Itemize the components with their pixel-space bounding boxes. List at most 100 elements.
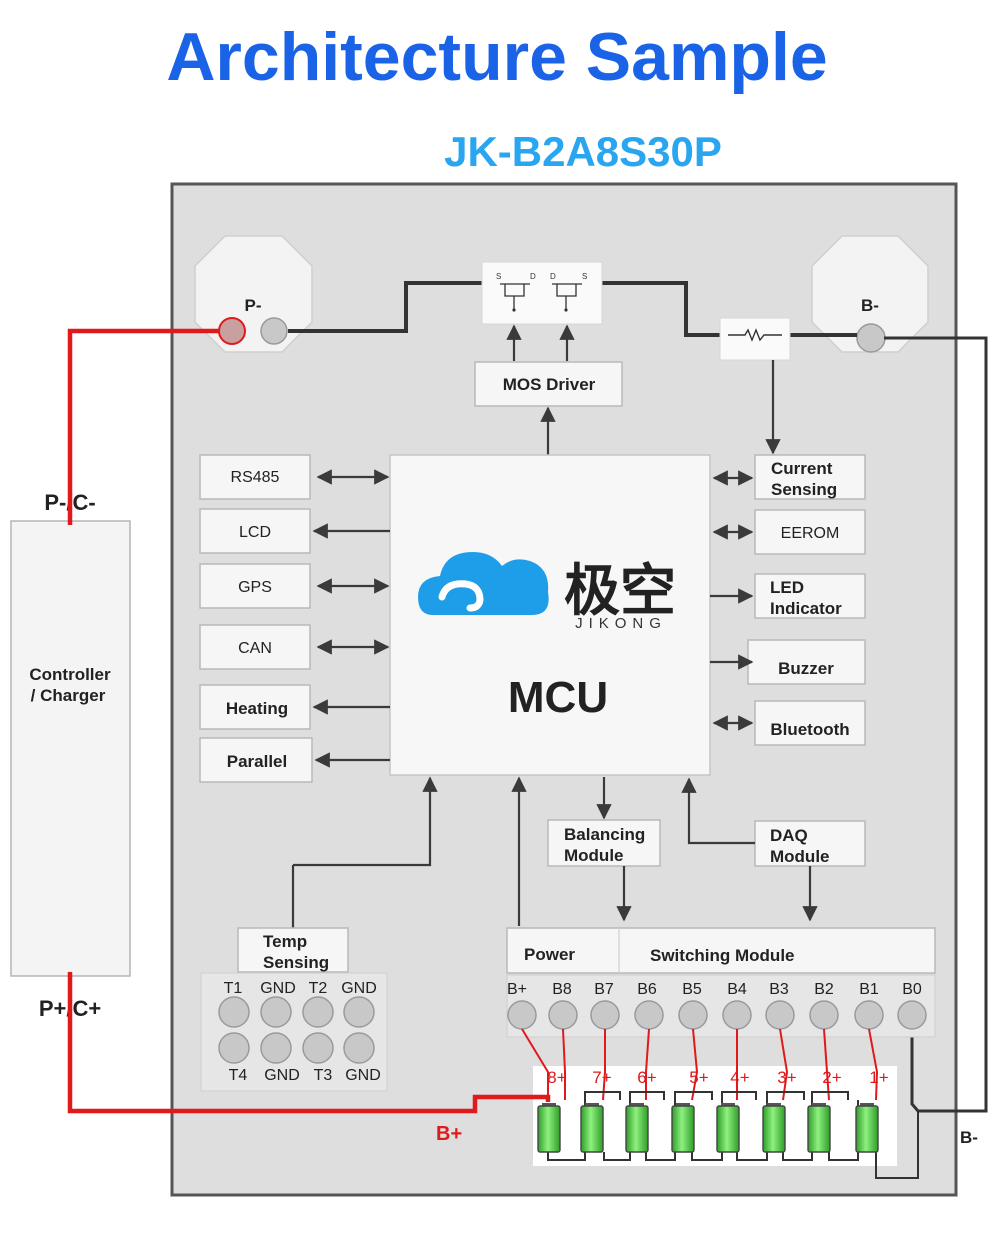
cell-label-4: 4+ [730,1068,749,1087]
b-minus-label: B- [861,296,879,315]
balancing-label-2: Module [564,846,624,865]
eerom-label: EEROM [781,525,840,542]
controller-label-1: Controller [29,665,111,684]
pin-label-b5: B5 [682,981,702,998]
p-minus-terminal: P- [194,235,313,353]
pin-label-b7: B7 [594,981,614,998]
cell-label-2: 2+ [822,1068,841,1087]
battery-cell-icon [716,1103,740,1153]
battery-cell-icon [580,1103,604,1153]
cell-labels: 8+ 7+ 6+ 5+ 4+ 3+ 2+ 1+ [547,1068,888,1087]
temp-pin-t3: T3 [314,1067,333,1084]
battery-cell-icon [855,1103,879,1153]
b-minus-outer-label: B- [960,1128,978,1147]
cell-label-5: 5+ [689,1068,708,1087]
jikong-logo: 极空 JIKONG [418,552,676,632]
mosfet-switch: S D D S [481,261,603,325]
eerom-box [754,509,866,555]
b-plus-red-wire [67,972,551,1114]
pin-label-b2: B2 [814,981,834,998]
can-label: CAN [238,640,272,657]
pin-label-b0: B0 [902,981,922,998]
current-sensing-box [754,454,866,500]
temp-pin-t4: T4 [229,1067,248,1084]
parallel-box [199,737,313,783]
cell-label-1: 1+ [869,1068,888,1087]
balance-leads [521,1028,879,1101]
p-minus-label: P- [245,296,262,315]
controller-label-2: / Charger [31,686,106,705]
pin-label-b3: B3 [769,981,789,998]
cell-label-8: 8+ [547,1068,566,1087]
brand-cn: 极空 [564,559,676,624]
lcd-label: LCD [239,524,271,541]
cell-label-3: 3+ [777,1068,796,1087]
heating-label: Heating [226,699,288,718]
rs485-box [199,454,311,500]
cell-label-6: 6+ [637,1068,656,1087]
heating-box [199,684,311,730]
current-sensing-label-2: Sensing [771,480,837,499]
daq-label-2: Module [770,847,830,866]
balance-pins: B+ B8 B7 B6 B5 B4 B3 B2 B1 B0 [507,981,927,1030]
power-label: Power [524,945,575,964]
battery-cells [537,1091,919,1179]
model-number: JK-B2A8S30P [444,128,722,175]
balancing-module-box [547,819,661,867]
mcu-label: MCU [508,673,608,722]
led-indicator-label-2: Indicator [770,599,842,618]
pin-label-bplus: B+ [507,981,527,998]
temp-pin-t2: T2 [309,980,328,997]
rs485-label: RS485 [231,469,280,486]
b-minus-return-wire [884,336,988,1113]
buzzer-label: Buzzer [778,659,834,678]
led-indicator-label-1: LED [770,578,804,597]
mos-driver-label: MOS Driver [503,375,596,394]
led-indicator-box [754,573,866,619]
pin-label-b8: B8 [552,981,572,998]
pin-label-b6: B6 [637,981,657,998]
gps-box [199,563,311,609]
p-minus-red-wire [67,328,219,525]
battery-cell-icon [671,1103,695,1153]
temp-pin-gnd-2: GND [341,980,377,997]
b-minus-terminal: B- [811,235,929,353]
battery-cell-icon [762,1103,786,1153]
parallel-label: Parallel [227,752,288,771]
page-title: Architecture Sample [166,19,827,95]
cell-label-7: 7+ [592,1068,611,1087]
temp-pin-gnd-3: GND [264,1067,300,1084]
current-sensing-label-1: Current [771,459,833,478]
pin-label-b1: B1 [859,981,879,998]
switching-module-label: Switching Module [650,946,795,965]
temp-connector [200,972,388,1092]
mos-driver-box [474,361,623,407]
mosfet-pin-4: S [582,272,587,281]
mosfet-pin-2: D [530,272,536,281]
daq-label-1: DAQ [770,826,808,845]
shunt-resistor [719,317,791,361]
cloud-icon [418,552,549,615]
daq-module-box [754,820,866,867]
can-box [199,624,311,670]
temp-sensing-label-1: Temp [263,932,307,951]
brand-en: JIKONG [575,615,667,632]
negative-path-wire [288,281,490,333]
gps-label: GPS [238,579,272,596]
temp-sensing-box [237,927,349,973]
temp-pin-gnd-1: GND [260,980,296,997]
bluetooth-box [754,700,866,746]
controller-charger-box [10,520,131,977]
buzzer-box [747,639,866,685]
battery-cell-icon [537,1103,561,1153]
temp-sensing-label-2: Sensing [263,953,329,972]
battery-cell-icon [625,1103,649,1153]
battery-cell-icon [807,1103,831,1153]
b-plus-label: B+ [436,1123,462,1145]
lcd-box [199,508,311,554]
bluetooth-label: Bluetooth [770,720,849,739]
mosfet-pin-1: S [496,272,501,281]
temp-pin-gnd-4: GND [345,1067,381,1084]
temp-pin-t1: T1 [224,980,243,997]
pin-label-b4: B4 [727,981,747,998]
